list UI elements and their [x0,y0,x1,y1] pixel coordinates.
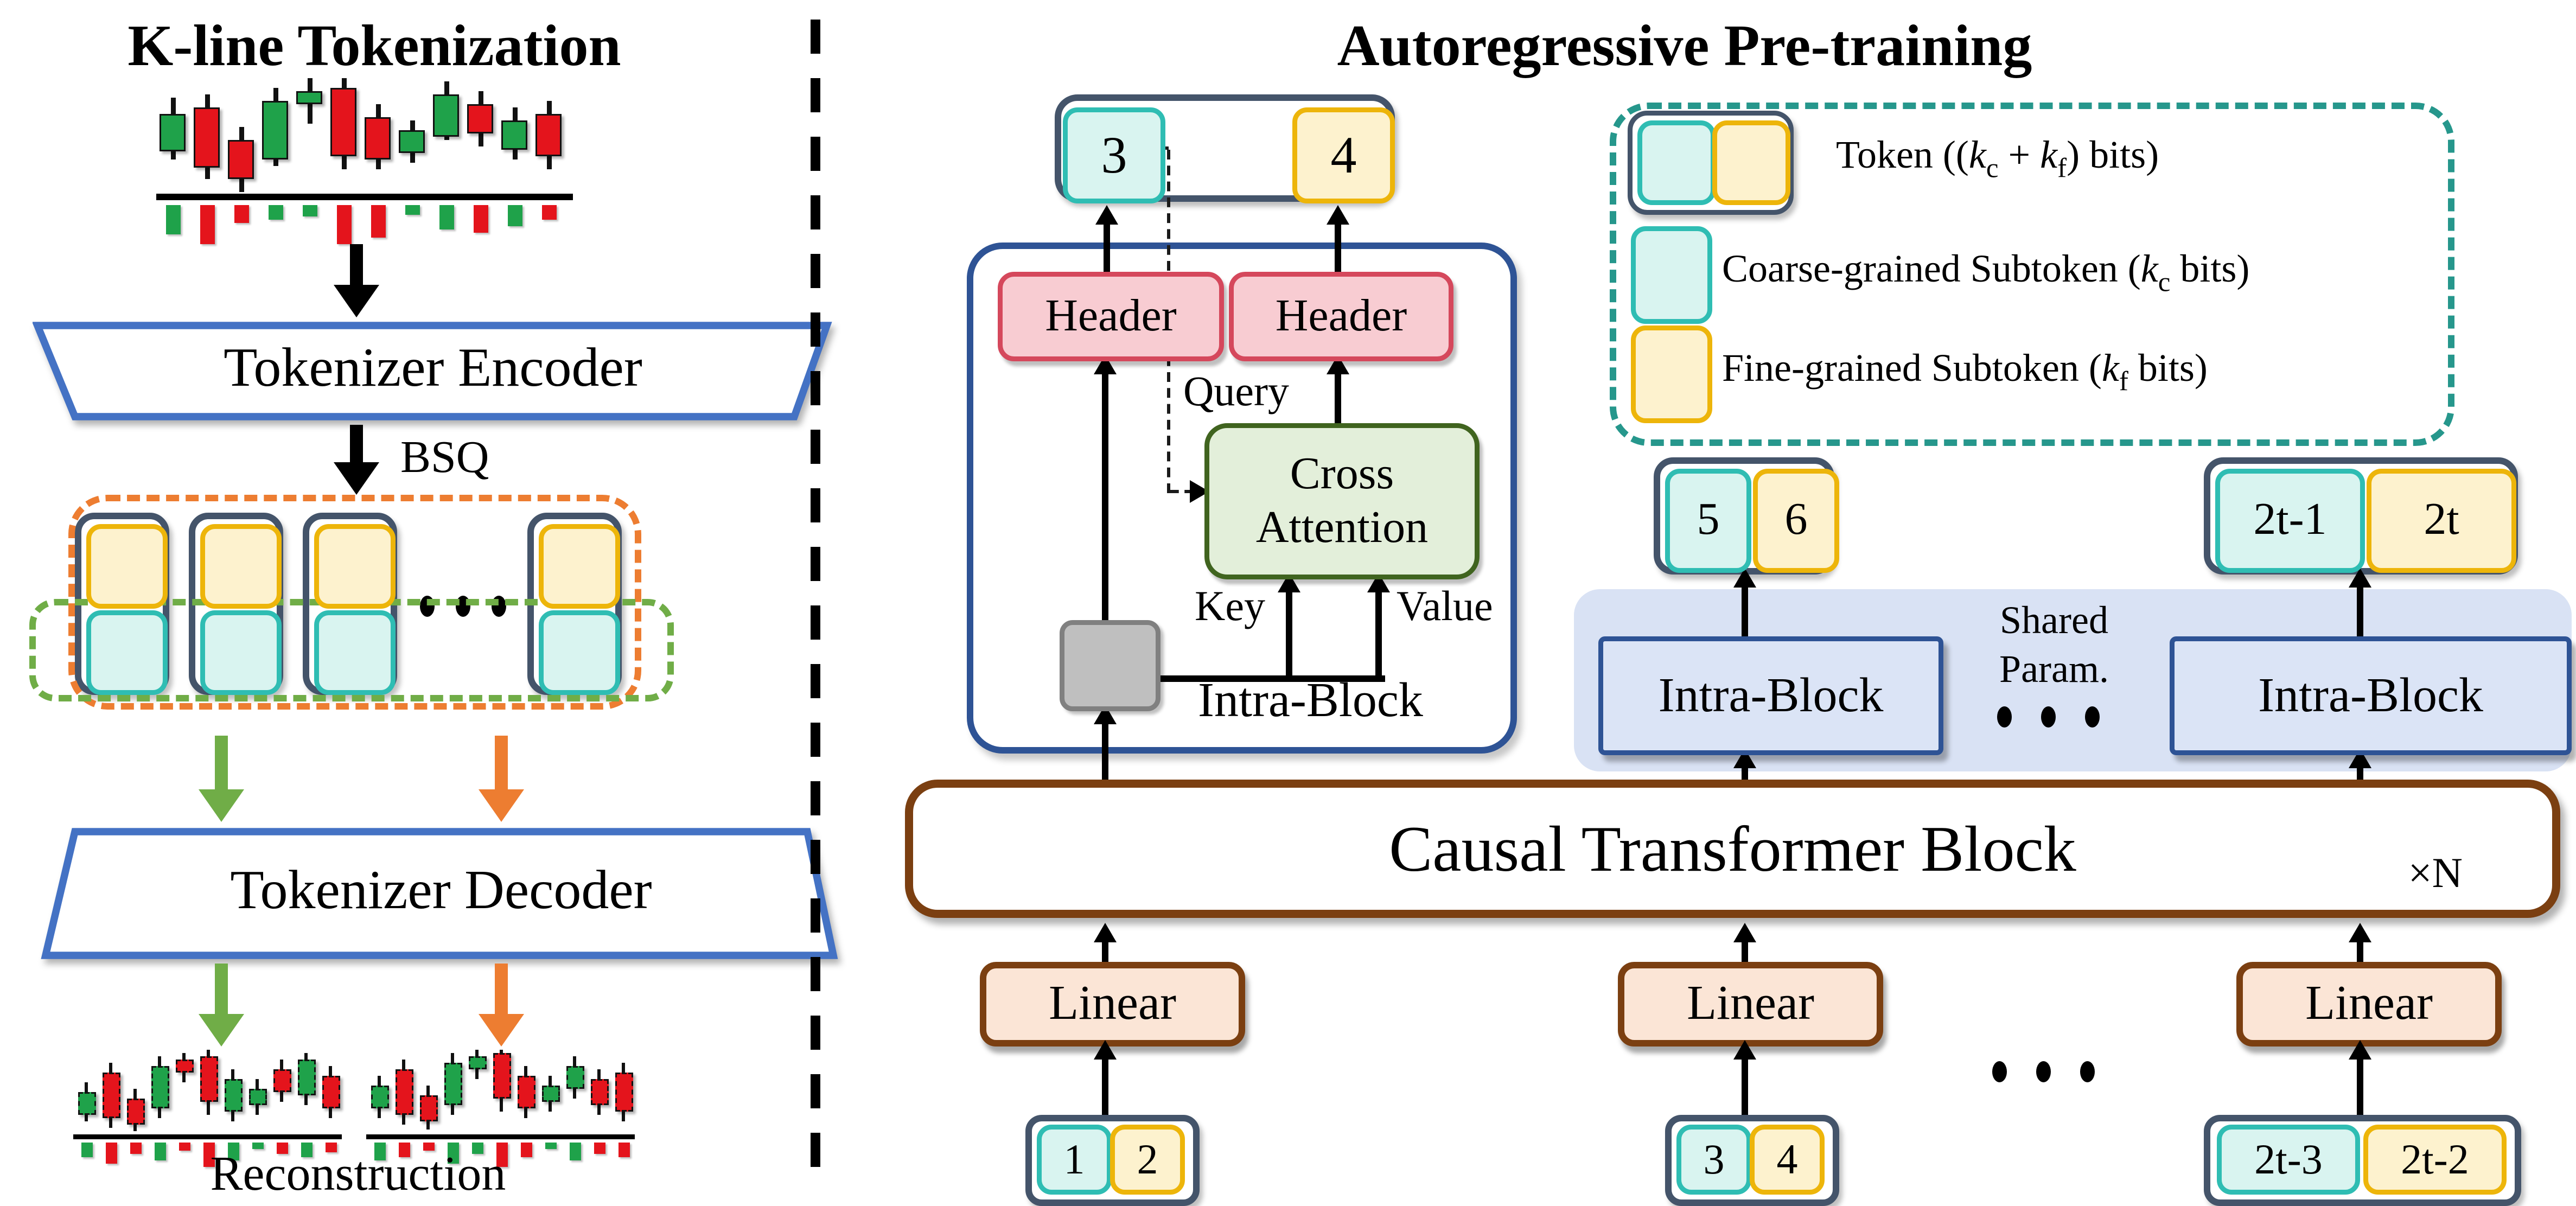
causal-transformer-block: Causal Transformer Block ×N [905,780,2560,918]
reconstruction-chart-right [366,1050,635,1170]
legend-fine-label: Fine-grained Subtoken (kf bits) [1722,348,2208,397]
input-token-2: 2 [1110,1125,1185,1195]
linear-box-2: Linear [1618,962,1883,1047]
linear-box-1: Linear [980,962,1245,1047]
reconstruction-label: Reconstruction [210,1147,506,1201]
fine-subtoken [200,524,282,609]
bsq-label: BSQ [400,433,489,483]
key-label: Key [1195,583,1265,630]
cross-attention-box: Cross Attention [1204,423,1480,579]
token-2t-1: 2t-1 [2215,469,2365,573]
intra-block-left: Intra-Block [1598,636,1943,755]
hidden-state-box [1060,620,1161,711]
token-6: 6 [1753,469,1839,573]
tokenizer-decoder-label: Tokenizer Decoder [230,861,652,921]
input-token-2t-3: 2t-3 [2217,1125,2360,1195]
legend-coarse-subtoken [1637,120,1716,205]
token-5: 5 [1665,469,1751,573]
kline-source-chart [156,78,573,251]
legend-token-label: Token ((kc + kf) bits) [1836,135,2159,184]
token-2t: 2t [2367,469,2516,573]
output-coarse-subtoken: 3 [1063,107,1165,203]
key-value-line [1147,675,1385,682]
cross-attention-line2: Attention [1255,503,1429,553]
legend-fine-box [1631,326,1712,423]
input-token-2t-2: 2t-2 [2363,1125,2507,1195]
intra-block-detail-label: Intra-Block [1198,674,1423,728]
legend-fine-subtoken [1712,120,1790,205]
tokenizer-encoder-label: Tokenizer Encoder [224,339,642,399]
intra-block-right: Intra-Block [2170,636,2572,755]
coarse-subtoken [86,610,168,695]
fine-subtoken [314,524,396,609]
panel-separator [811,20,820,1191]
cross-attention-line1: Cross [1290,449,1394,500]
output-fine-subtoken: 4 [1292,107,1395,203]
tokenizer-decoder-shape [41,828,838,959]
fine-subtoken [86,524,168,609]
input-token-4: 4 [1750,1125,1825,1195]
coarse-subtoken [314,610,396,695]
input-token-3: 3 [1676,1125,1751,1195]
reconstruction-chart-left [73,1050,342,1170]
times-n-label: ×N [2408,850,2463,897]
coarse-subtoken [539,610,620,695]
causal-transformer-label: Causal Transformer Block [1389,812,2076,885]
header-box-fine: Header [1229,272,1453,361]
right-title: Autoregressive Pre-training [1337,13,2032,78]
linear-box-3: Linear [2236,962,2502,1047]
legend-coarse-label: Coarse-grained Subtoken (kc bits) [1722,249,2250,298]
left-title: K-line Tokenization [127,13,621,78]
query-label: Query [1183,368,1289,415]
tokenizer-encoder-shape [33,322,832,420]
legend-coarse-box [1631,226,1712,324]
header-box-coarse: Header [998,272,1224,361]
shared-param-label: Shared Param. [1999,601,2109,692]
value-label: Value [1397,583,1493,630]
fine-subtoken [539,524,620,609]
coarse-subtoken [200,610,282,695]
input-token-1: 1 [1037,1125,1112,1195]
